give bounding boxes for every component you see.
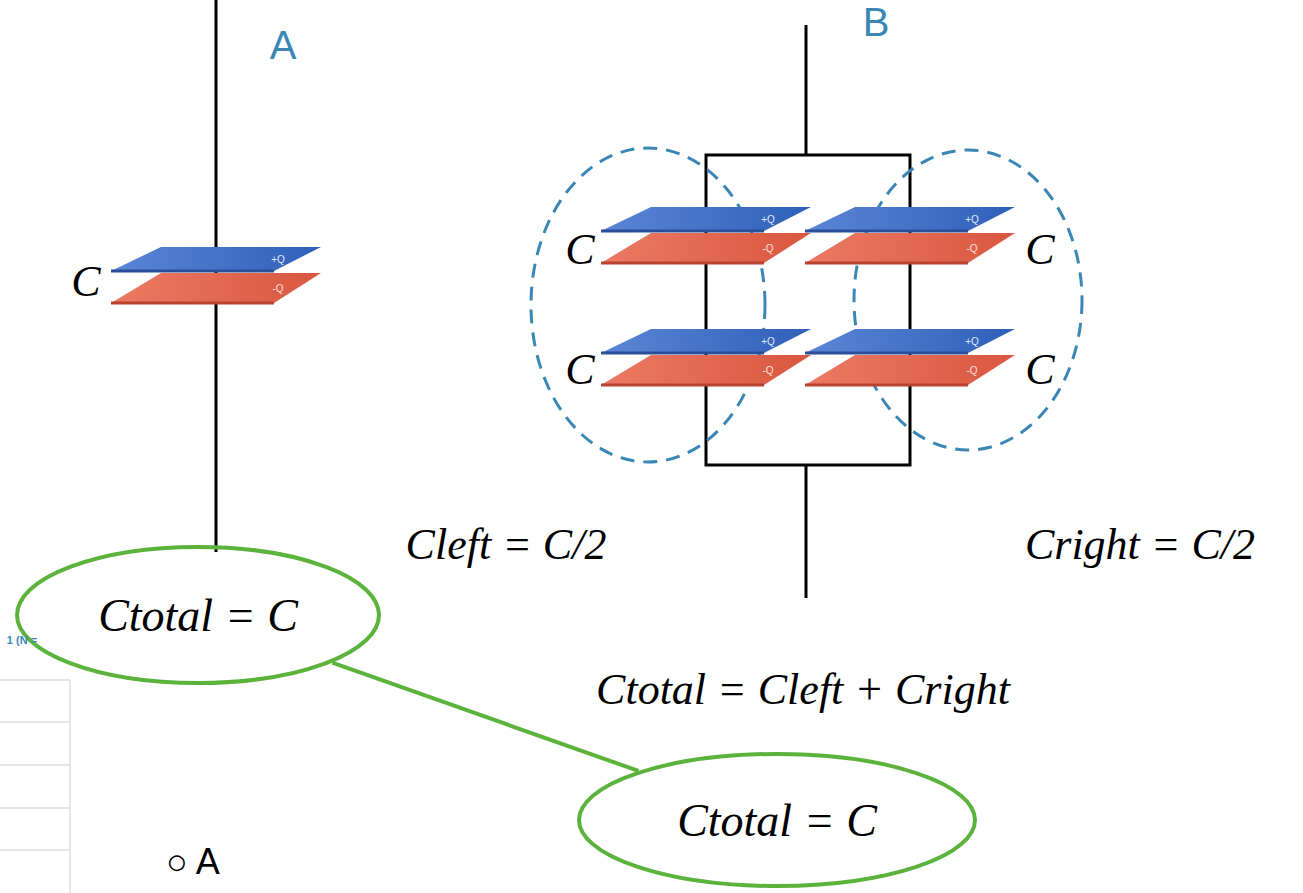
positive-plate — [601, 329, 811, 353]
negative-plate — [111, 273, 321, 303]
negative-plate — [601, 355, 811, 385]
cropped-text: 1 (N = — [7, 634, 37, 646]
charge-label: -Q — [966, 243, 977, 254]
negative-plate — [601, 233, 811, 263]
highlight-ellipse: Ctotal = C — [577, 752, 977, 888]
group-outline — [531, 148, 1082, 462]
equation-text: Ctotal = Cleft + Cright — [596, 666, 1010, 714]
charge-label: -Q — [272, 283, 283, 294]
callout-line — [332, 663, 638, 771]
equation-text: Cright = C/2 — [1025, 521, 1255, 569]
positive-plate — [111, 247, 321, 271]
circuit-label: A — [270, 23, 297, 67]
highlight-ellipse: Ctotal = C — [15, 545, 381, 685]
capacitor-label: C — [565, 226, 594, 274]
equation-text: Ctotal = C — [677, 794, 877, 847]
circuit-label: B — [863, 0, 890, 44]
equation-text: Cleft = C/2 — [406, 521, 607, 569]
charge-label: +Q — [965, 336, 979, 347]
capacitor-label: C — [71, 258, 100, 306]
charge-label: -Q — [966, 365, 977, 376]
positive-plate — [805, 329, 1015, 353]
screenshot-grid — [0, 680, 70, 893]
negative-plate — [805, 233, 1015, 263]
equation-text: Ctotal = C — [98, 589, 298, 642]
negative-plate — [805, 355, 1015, 385]
charge-label: -Q — [762, 365, 773, 376]
capacitor-label: C — [565, 346, 594, 394]
capacitor-label: C — [1025, 346, 1054, 394]
answer-option: ○ A — [166, 842, 220, 882]
charge-label: +Q — [271, 254, 285, 265]
wires — [216, 0, 910, 598]
capacitor-label: C — [1025, 226, 1054, 274]
charge-label: +Q — [761, 336, 775, 347]
charge-label: -Q — [762, 243, 773, 254]
positive-plate — [805, 207, 1015, 231]
positive-plate — [601, 207, 811, 231]
charge-label: +Q — [761, 214, 775, 225]
charge-label: +Q — [965, 214, 979, 225]
